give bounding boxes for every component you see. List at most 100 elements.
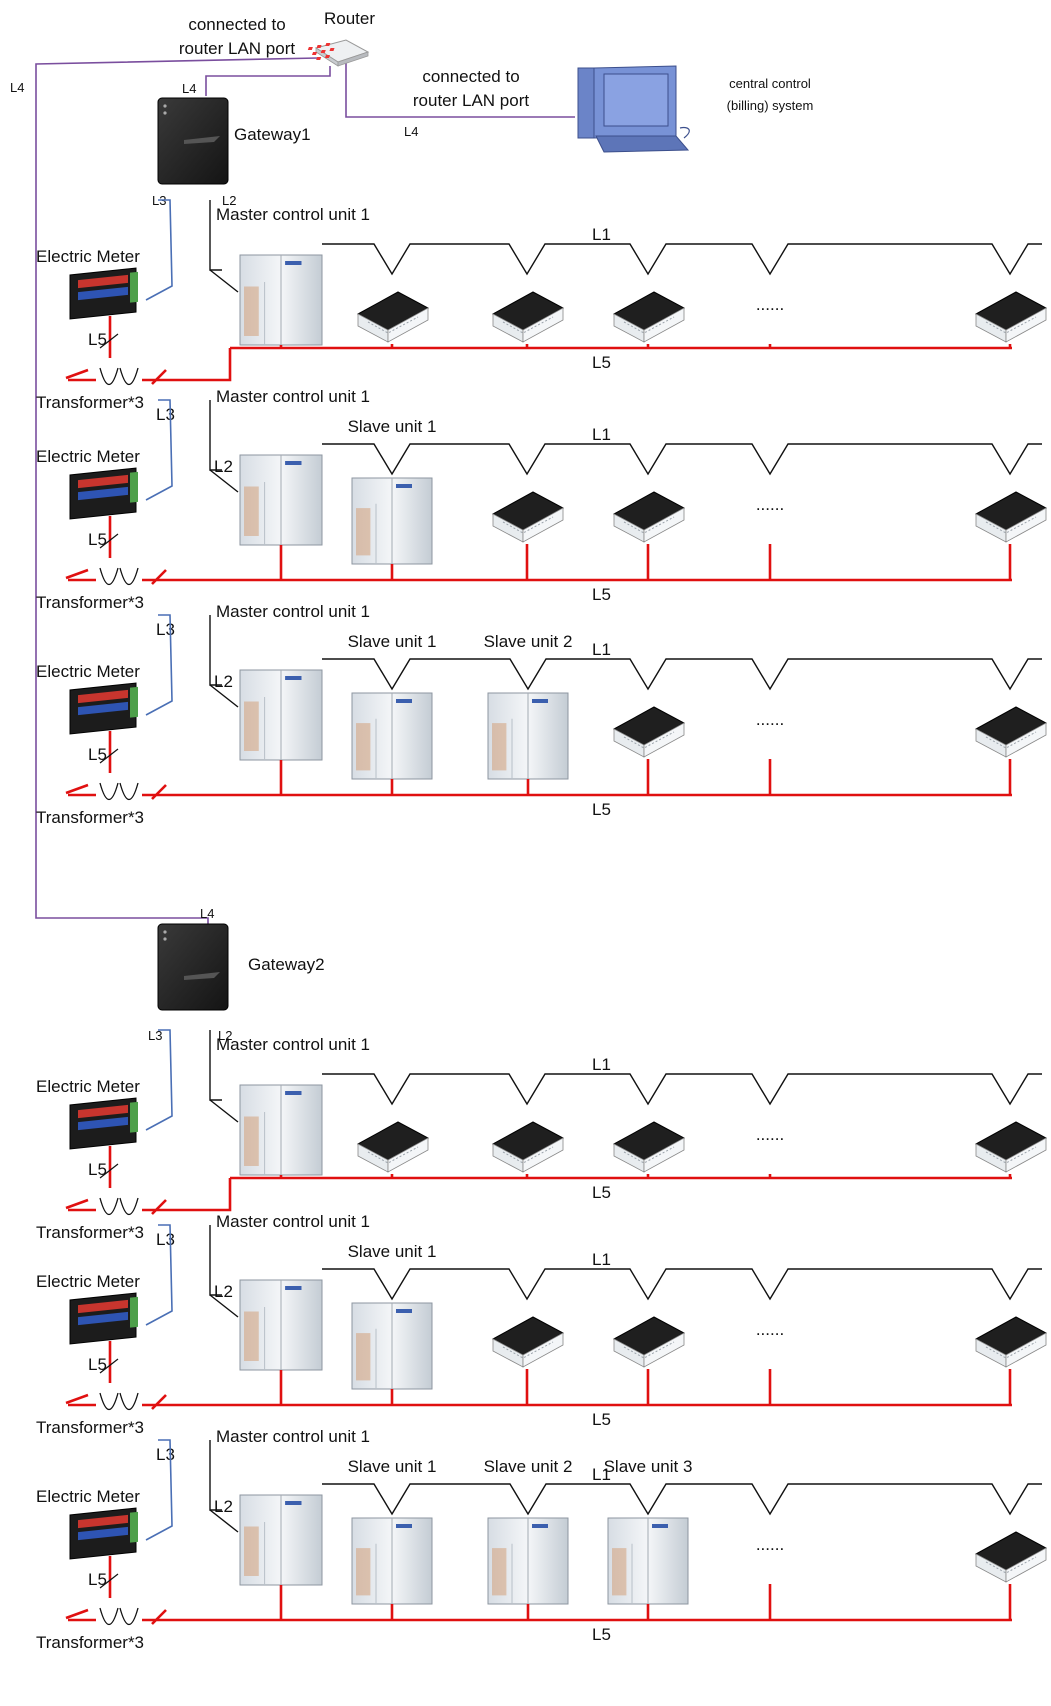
electric-meter-label: Electric Meter — [36, 1272, 140, 1291]
master-unit-icon-badge — [285, 1286, 301, 1290]
electric-meter-icon-terminal — [130, 1102, 138, 1133]
indoor-unit-icon-3 — [614, 1122, 684, 1172]
master-unit-icon-badge — [285, 1091, 301, 1095]
l4-gw2-label: L4 — [200, 906, 214, 921]
transformer-icon — [66, 783, 170, 800]
master-control-unit-label: Master control unit 1 — [216, 1035, 370, 1054]
system-5: Master control unit 1Electric MeterL5Tra… — [36, 1212, 1046, 1437]
indoor-unit-icon-5 — [976, 292, 1046, 342]
slave-unit-label-2: Slave unit 2 — [484, 632, 573, 651]
slave-unit-icon-2 — [488, 1518, 568, 1604]
slave-unit-icon-1-grille — [356, 1548, 370, 1595]
slave-unit-icon-2-badge — [532, 1524, 548, 1528]
master-unit-icon — [240, 1495, 322, 1585]
master-unit-icon-badge — [285, 676, 301, 680]
slave-unit-icon-2-badge — [532, 699, 548, 703]
slave-unit-icon-1-badge — [396, 484, 412, 488]
indoor-unit-icon-2 — [493, 292, 563, 342]
indoor-unit-icon-1 — [358, 292, 428, 342]
system-1: Master control unit 1Electric MeterL5Tra… — [36, 200, 1046, 412]
master-unit-icon — [240, 455, 322, 545]
l5-label: L5 — [592, 353, 611, 372]
electric-meter-icon — [70, 1508, 138, 1559]
l5-transformer-feed — [170, 348, 230, 380]
transformer-icon-lead-left — [66, 370, 96, 380]
slave-unit-icon-1-grille — [356, 508, 370, 555]
router-label: Router — [324, 9, 375, 28]
electric-meter-icon — [70, 268, 138, 319]
electric-meter-icon — [70, 1098, 138, 1149]
l1-wire — [322, 244, 1042, 274]
transformer-label: Transformer*3 — [36, 1418, 144, 1437]
slave-unit-icon-3-grille — [612, 1548, 626, 1595]
transformer-icon-lead-right — [142, 370, 170, 384]
transformer-icon-lead-left — [66, 785, 96, 795]
indoor-unit-icon-1 — [614, 707, 684, 757]
l2-label: L2 — [214, 1497, 233, 1516]
l1-wire — [322, 1269, 1042, 1299]
master-unit-icon-grille — [244, 1117, 259, 1167]
master-unit-icon-grille — [244, 702, 259, 752]
transformer-icon-lead-right — [142, 570, 170, 584]
l2-wire-branch — [210, 1100, 238, 1122]
electric-meter-label: Electric Meter — [36, 247, 140, 266]
electric-meter-icon-terminal — [130, 1512, 138, 1543]
meter-l5-label: L5 — [88, 745, 107, 764]
l5-label: L5 — [592, 1625, 611, 1644]
meter-l5-label: L5 — [88, 1160, 107, 1179]
indoor-unit-icon-4 — [976, 1317, 1046, 1367]
indoor-unit-icon-4 — [976, 492, 1046, 542]
transformer-icon-coil-2 — [120, 1198, 138, 1215]
transformer-icon-lead-left — [66, 1610, 96, 1620]
meter-l5-label: L5 — [88, 1355, 107, 1374]
master-unit-icon-grille — [244, 1527, 259, 1577]
indoor-unit-icon-1 — [493, 1317, 563, 1367]
gateway1-label: Gateway1 — [234, 125, 311, 144]
slave-unit-icon-1 — [352, 693, 432, 779]
transformer-icon-coil-1 — [100, 1393, 118, 1410]
indoor-unit-icon-1 — [493, 492, 563, 542]
transformer-icon-coil-2 — [120, 1608, 138, 1625]
l2-label: L2 — [214, 1282, 233, 1301]
master-unit-icon-badge — [285, 461, 301, 465]
slave-unit-icon-1 — [352, 1518, 432, 1604]
slave-unit-icon-1 — [352, 478, 432, 564]
l1-label: L1 — [592, 1465, 611, 1484]
l4-gw1-label: L4 — [182, 81, 196, 96]
slave-unit-label-1: Slave unit 1 — [348, 417, 437, 436]
transformer-icon-lead-left — [66, 1200, 96, 1210]
transformer-icon — [66, 1393, 170, 1410]
more-units-ellipsis: ...... — [756, 495, 784, 514]
slave-unit-icon-1 — [352, 1303, 432, 1389]
l1-wire — [322, 444, 1042, 474]
l3-wire — [146, 200, 172, 300]
slave-unit-icon-2-grille — [492, 1548, 506, 1595]
electric-meter-label: Electric Meter — [36, 1487, 140, 1506]
transformer-label: Transformer*3 — [36, 808, 144, 827]
more-units-ellipsis: ...... — [756, 1535, 784, 1554]
l4-left-label: L4 — [10, 80, 24, 95]
l3-label: L3 — [156, 1230, 175, 1249]
l5-label: L5 — [592, 1183, 611, 1202]
more-units-ellipsis: ...... — [756, 295, 784, 314]
slave-unit-icon-2-grille — [492, 723, 506, 770]
slave-unit-label-1: Slave unit 1 — [348, 1457, 437, 1476]
master-unit-icon-grille — [244, 287, 259, 337]
meter-l5-label: L5 — [88, 330, 107, 349]
indoor-unit-icon-2 — [493, 1122, 563, 1172]
system-4: Master control unit 1Electric MeterL5Tra… — [36, 1030, 1046, 1242]
l2-wire-branch — [210, 270, 238, 292]
pc-icon — [578, 66, 689, 152]
transformer-icon-lead-left — [66, 1395, 96, 1405]
l5-label: L5 — [592, 800, 611, 819]
l3-label: L3 — [156, 620, 175, 639]
electric-meter-label: Electric Meter — [36, 1077, 140, 1096]
master-unit-icon — [240, 1085, 322, 1175]
indoor-unit-icon-1 — [358, 1122, 428, 1172]
master-unit-icon-badge — [285, 1501, 301, 1505]
transformer-icon — [66, 1198, 170, 1215]
transformer-icon-coil-1 — [100, 783, 118, 800]
